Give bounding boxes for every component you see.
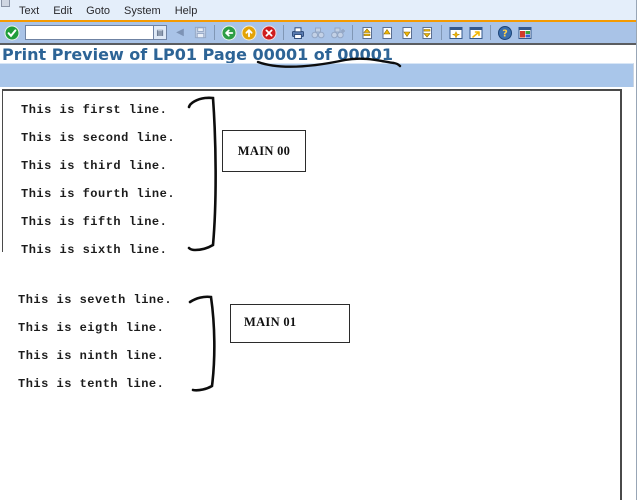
last-page-icon[interactable]	[418, 24, 436, 42]
main-00-label: MAIN 00	[238, 144, 290, 159]
standard-toolbar: ▤ ◀	[0, 22, 636, 43]
toolbar-separator	[283, 25, 284, 40]
preview-line: This is seveth line.	[18, 286, 172, 314]
preview-line: This is fifth line.	[21, 208, 175, 236]
exit-icon[interactable]	[240, 24, 258, 42]
preview-line: This is ninth line.	[18, 342, 172, 370]
find-icon[interactable]	[309, 24, 327, 42]
main-01-label: MAIN 01	[244, 315, 296, 329]
help-icon[interactable]: ?	[496, 24, 514, 42]
window-icon	[1, 0, 10, 7]
menu-text[interactable]: Text	[12, 4, 46, 18]
toolbar-separator	[352, 25, 353, 40]
toolbar-separator	[441, 25, 442, 40]
preview-lines-group-2: This is seveth line. This is eigth line.…	[18, 286, 172, 398]
save-icon[interactable]	[191, 24, 209, 42]
command-field[interactable]	[25, 25, 153, 40]
preview-line: This is first line.	[21, 96, 175, 124]
menu-system[interactable]: System	[117, 4, 168, 18]
page-left-border	[2, 89, 3, 252]
new-session-icon[interactable]	[447, 24, 465, 42]
preview-line: This is tenth line.	[18, 370, 172, 398]
menu-bar: Text Edit Goto System Help	[0, 0, 636, 20]
toolbar-separator	[214, 25, 215, 40]
command-dropdown-icon[interactable]: ▤	[153, 25, 167, 40]
create-shortcut-icon[interactable]	[467, 24, 485, 42]
preview-line: This is fourth line.	[21, 180, 175, 208]
customize-layout-icon[interactable]	[516, 24, 534, 42]
toolbar-separator	[490, 25, 491, 40]
command-field-wrap: ▤	[25, 25, 167, 40]
main-00-box: MAIN 00	[222, 130, 306, 172]
menu-help[interactable]: Help	[168, 4, 205, 18]
svg-text:?: ?	[502, 28, 508, 39]
collapse-arrow-icon[interactable]: ◀	[171, 24, 189, 42]
page-up-icon[interactable]	[378, 24, 396, 42]
first-page-icon[interactable]	[358, 24, 376, 42]
back-icon[interactable]	[220, 24, 238, 42]
find-next-icon[interactable]	[329, 24, 347, 42]
title-row: Print Preview of LP01 Page 00001 of 0000…	[0, 45, 636, 63]
preview-line: This is second line.	[21, 124, 175, 152]
preview-line: This is third line.	[21, 152, 175, 180]
enter-check-icon[interactable]	[3, 24, 21, 42]
preview-line: This is sixth line.	[21, 236, 175, 264]
preview-line: This is eigth line.	[18, 314, 172, 342]
page-down-icon[interactable]	[398, 24, 416, 42]
menu-goto[interactable]: Goto	[79, 4, 117, 18]
menu-edit[interactable]: Edit	[46, 4, 79, 18]
preview-lines-group-1: This is first line. This is second line.…	[21, 96, 175, 264]
print-icon[interactable]	[289, 24, 307, 42]
main-01-box: MAIN 01	[230, 304, 350, 343]
cancel-icon[interactable]	[260, 24, 278, 42]
application-toolbar	[0, 63, 634, 87]
page-title: Print Preview of LP01 Page 00001 of 0000…	[2, 45, 393, 64]
window-right-edge	[636, 0, 637, 500]
